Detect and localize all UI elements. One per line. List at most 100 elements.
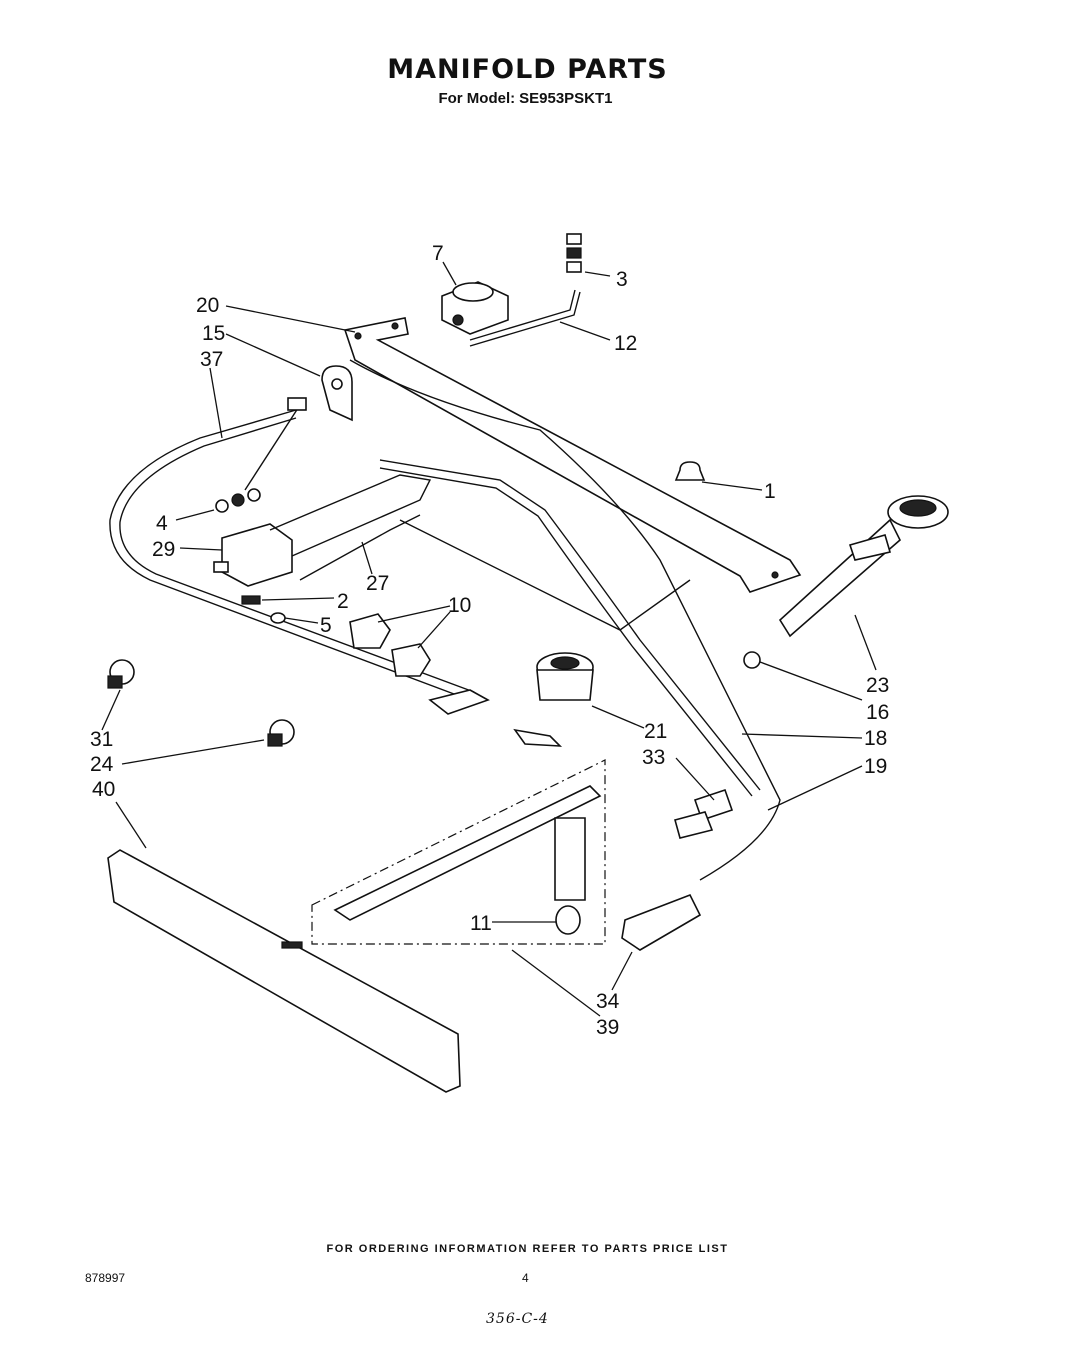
model-subtitle: For Model:SE953PSKT1	[0, 90, 1055, 107]
leader-10b	[417, 611, 451, 649]
tube-12	[469, 289, 576, 341]
callout-12: 12	[614, 332, 637, 355]
orifice-16	[743, 651, 761, 669]
callout-31: 31	[90, 728, 113, 751]
leader-23	[854, 614, 877, 671]
callout-5: 5	[320, 614, 332, 637]
callout-16: 16	[866, 701, 889, 724]
burner-valve-a	[349, 613, 391, 649]
rail-slot	[281, 941, 303, 949]
leader-10a	[377, 605, 451, 623]
callout-15: 15	[202, 322, 225, 345]
tube-37-fitting	[287, 397, 307, 411]
manifold-pipe-inner	[119, 417, 475, 693]
regulator-cap	[452, 282, 494, 302]
burner-21-cap	[550, 656, 580, 670]
fitting-4a	[215, 499, 229, 513]
callout-27: 27	[366, 572, 389, 595]
ordering-note: FOR ORDERING INFORMATION REFER TO PARTS …	[326, 1243, 729, 1255]
leader-40	[115, 801, 147, 849]
thermostat-bulb	[299, 514, 421, 581]
top-burner-flange	[848, 534, 892, 561]
leader-31	[101, 689, 121, 731]
leader-15	[225, 333, 321, 377]
leader-33	[675, 757, 715, 801]
leader-16	[759, 661, 863, 701]
callout-39: 39	[596, 1016, 619, 1039]
burner-21-body	[536, 669, 594, 701]
leader-29	[179, 547, 223, 551]
model-label: For Model:	[438, 90, 516, 107]
leader-37	[209, 367, 223, 439]
page-number: 4	[522, 1271, 529, 1285]
bracket-hole	[391, 322, 399, 330]
knob-24-stem	[267, 733, 283, 747]
gas-tube-18	[379, 459, 761, 791]
support-bracket	[343, 317, 802, 593]
callout-33: 33	[642, 746, 665, 769]
callout-20: 20	[196, 294, 219, 317]
leader-27	[361, 541, 373, 575]
model-number: SE953PSKT1	[519, 90, 613, 107]
orifice-11	[555, 905, 581, 935]
part-2	[241, 595, 261, 605]
callout-21: 21	[644, 720, 667, 743]
callout-23: 23	[866, 674, 889, 697]
document-number: 878997	[85, 1271, 126, 1285]
leader-7	[442, 261, 457, 286]
leader-2	[261, 597, 335, 601]
leader-18	[741, 733, 863, 739]
broil-burner-tube	[333, 785, 602, 921]
callout-2: 2	[337, 590, 349, 613]
burner-pan	[399, 519, 691, 631]
callout-11: 11	[470, 912, 492, 935]
fitting-nut	[566, 233, 582, 245]
leader-21	[591, 705, 645, 729]
bracket-hole	[771, 571, 779, 579]
leader-4	[175, 509, 215, 521]
leader-5	[284, 617, 319, 624]
broil-burner-venturi	[554, 817, 586, 901]
callout-19: 19	[864, 755, 887, 778]
mounting-bracket-15	[321, 365, 353, 422]
bracket-15-hole	[331, 378, 343, 390]
leader-12	[559, 321, 611, 341]
front-rail	[107, 849, 461, 1093]
leader-3	[584, 271, 611, 277]
tube-37	[244, 404, 301, 491]
callout-18: 18	[864, 727, 887, 750]
leader-1	[701, 481, 763, 491]
part-5	[270, 612, 286, 624]
leader-24	[121, 739, 265, 765]
handwritten-note: 356-C-4	[486, 1311, 549, 1327]
bracket-hole	[354, 332, 362, 340]
gas-tube-18-inner	[379, 467, 753, 797]
burner-valve-b	[391, 643, 431, 677]
callout-1: 1	[764, 480, 776, 503]
tube-12-inner	[469, 291, 581, 347]
fitting-4b	[231, 493, 245, 507]
knob-31-stem	[107, 675, 123, 689]
fitting-4c	[247, 488, 261, 502]
oven-safety-valve	[621, 893, 702, 951]
callout-40: 40	[92, 778, 115, 801]
broil-assembly-box	[311, 759, 606, 945]
callout-7: 7	[432, 242, 444, 265]
top-burner-cap	[899, 499, 937, 517]
callout-4: 4	[156, 512, 168, 535]
callout-37: 37	[200, 348, 223, 371]
callout-10: 10	[448, 594, 471, 617]
regulator-port	[452, 314, 464, 326]
manifold-pipe-end	[428, 689, 490, 715]
valve-stem	[213, 561, 229, 573]
leader-19	[767, 765, 863, 811]
gas-tube-19	[349, 359, 781, 881]
igniter-33b	[674, 811, 714, 839]
leader-39	[511, 949, 601, 1017]
callout-24: 24	[90, 753, 114, 776]
manifold-pipe	[109, 409, 471, 701]
leader-20	[225, 305, 356, 333]
thermostat-valve	[221, 523, 293, 587]
callout-3: 3	[616, 268, 628, 291]
